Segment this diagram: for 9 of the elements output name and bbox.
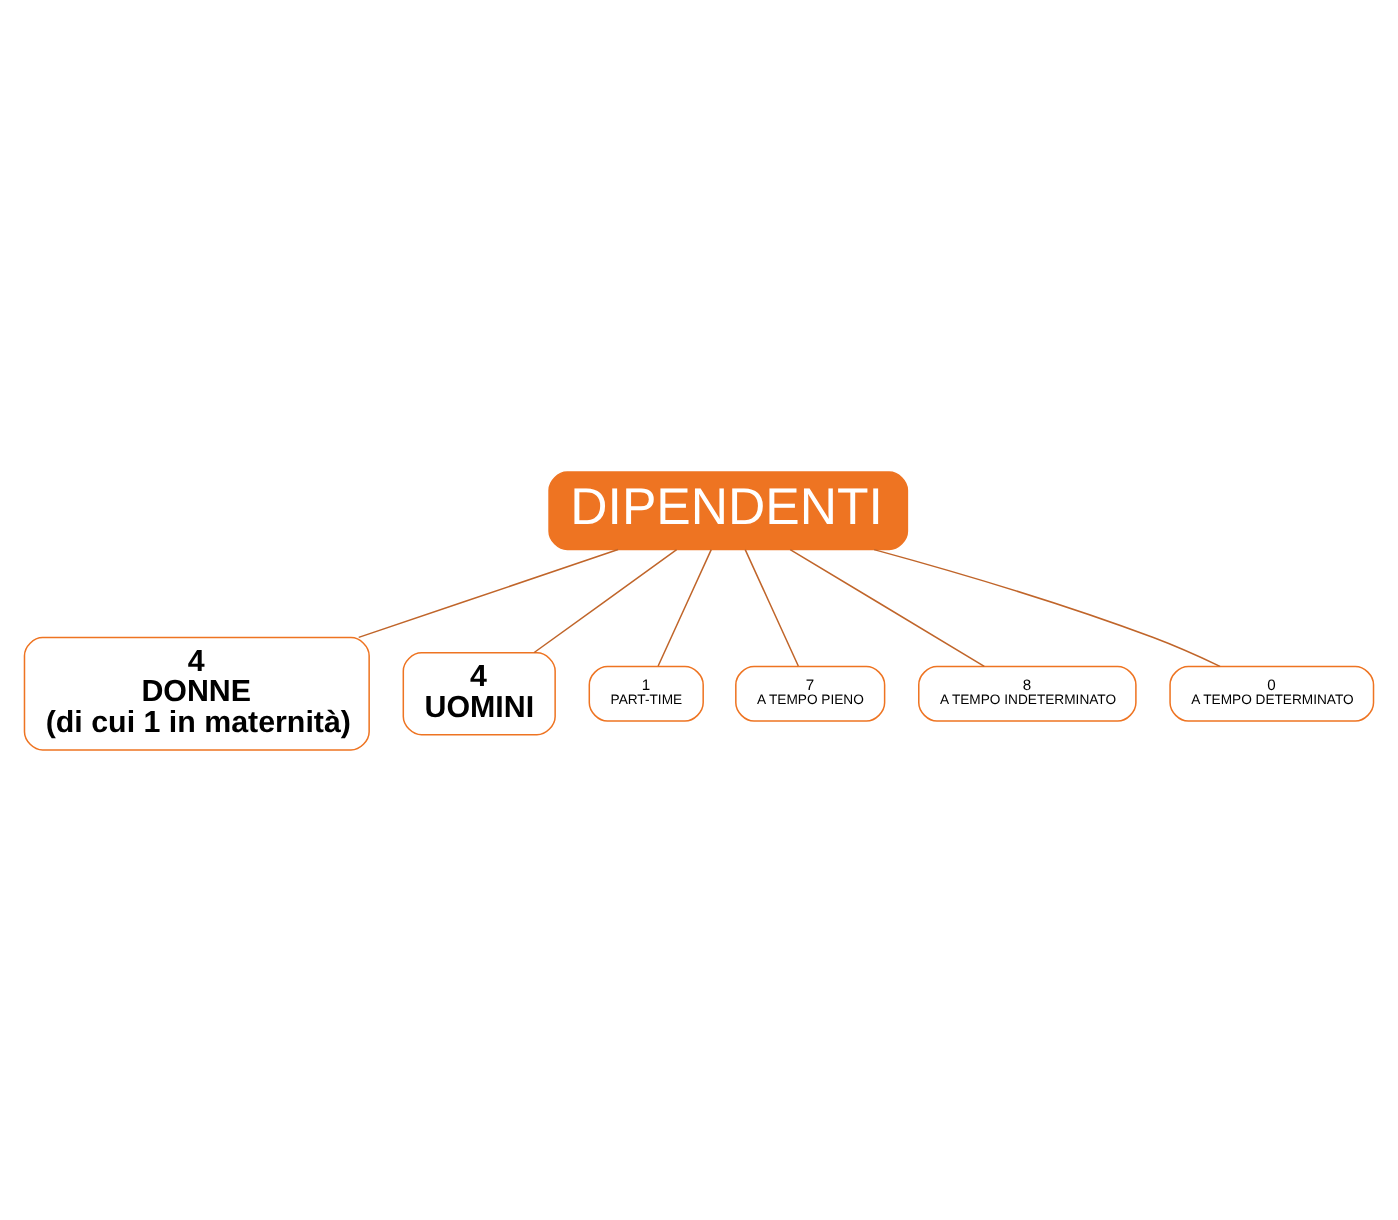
connector [789, 547, 986, 667]
connector [873, 547, 1221, 667]
node-box: 4 DONNE (di cui 1 in maternità) [23, 635, 370, 750]
connector [657, 547, 712, 666]
connector [744, 547, 800, 666]
connector [533, 547, 678, 653]
connector [357, 547, 619, 638]
node-box: 4 UOMINI [402, 651, 556, 735]
node-box: DIPENDENTI [548, 470, 909, 550]
